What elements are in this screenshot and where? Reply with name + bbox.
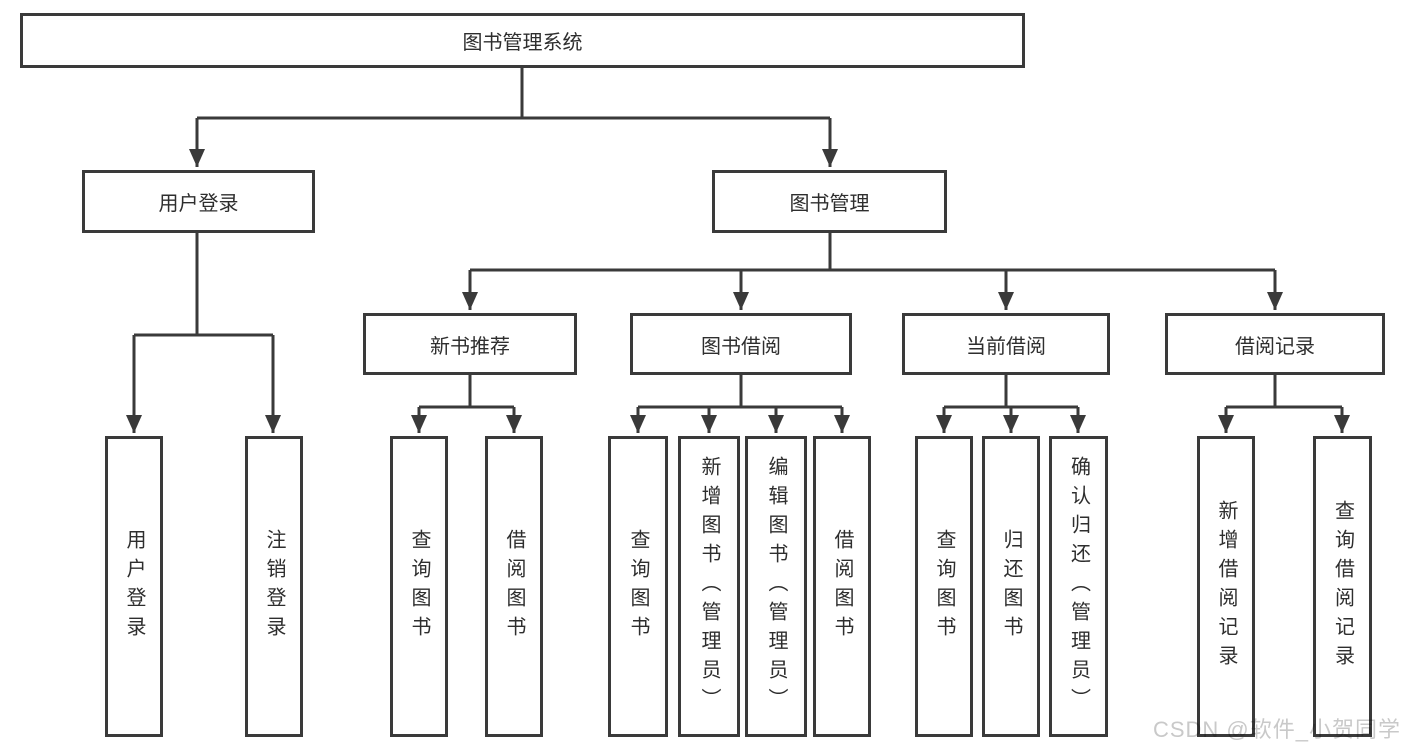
csdn-watermark: CSDN @软件_小贺同学 [1152,717,1401,742]
node-new-book-recommend-label: 新书推荐 [430,335,510,358]
leaf-current-query-books: 查询图书 [915,436,973,737]
leaf-query-borrow-record: 查询借阅记录 [1313,436,1372,737]
leaf-return-books: 归还图书 [982,436,1040,737]
node-book-borrowing-label: 图书借阅 [701,335,781,358]
leaf-recommend-query-books: 查询图书 [390,436,448,737]
leaf-user-login: 用户登录 [105,436,163,737]
node-library-system-label: 图书管理系统 [462,32,583,54]
node-borrow-records-label: 借阅记录 [1235,335,1315,358]
leaf-recommend-query-books-label: 查询图书 [408,528,430,645]
node-user-login-label: 用户登录 [158,193,239,215]
node-library-system: 图书管理系统 [20,13,1025,68]
node-book-management: 图书管理 [712,170,947,233]
leaf-borrowing-borrow-books-label: 借阅图书 [831,528,853,645]
node-current-borrowing: 当前借阅 [902,313,1110,375]
leaf-query-borrow-record-label: 查询借阅记录 [1331,499,1354,674]
leaf-edit-books-admin-label: 编辑图书（管理员） [765,456,787,717]
leaf-add-borrow-record: 新增借阅记录 [1197,436,1255,737]
leaf-recommend-borrow-books-label: 借阅图书 [503,528,525,645]
node-new-book-recommend: 新书推荐 [363,313,577,375]
node-user-login: 用户登录 [82,170,315,233]
leaf-borrowing-query-books: 查询图书 [608,436,668,737]
leaf-user-login-label: 用户登录 [123,528,145,645]
leaf-logout-label: 注销登录 [263,528,285,645]
leaf-add-books-admin: 新增图书（管理员） [678,436,740,737]
leaf-logout: 注销登录 [245,436,303,737]
node-current-borrowing-label: 当前借阅 [966,335,1046,358]
leaf-current-query-books-label: 查询图书 [933,528,955,645]
leaf-edit-books-admin: 编辑图书（管理员） [745,436,807,737]
node-book-management-label: 图书管理 [789,193,870,215]
leaf-add-books-admin-label: 新增图书（管理员） [698,456,720,717]
leaf-borrowing-borrow-books: 借阅图书 [813,436,871,737]
leaf-borrowing-query-books-label: 查询图书 [627,528,649,645]
leaf-add-borrow-record-label: 新增借阅记录 [1215,499,1237,674]
leaf-return-books-label: 归还图书 [1000,528,1022,645]
node-book-borrowing: 图书借阅 [630,313,852,375]
leaf-confirm-return-admin: 确认归还（管理员） [1049,436,1108,737]
leaf-confirm-return-admin-label: 确认归还（管理员） [1067,456,1090,717]
leaf-recommend-borrow-books: 借阅图书 [485,436,543,737]
node-borrow-records: 借阅记录 [1165,313,1385,375]
